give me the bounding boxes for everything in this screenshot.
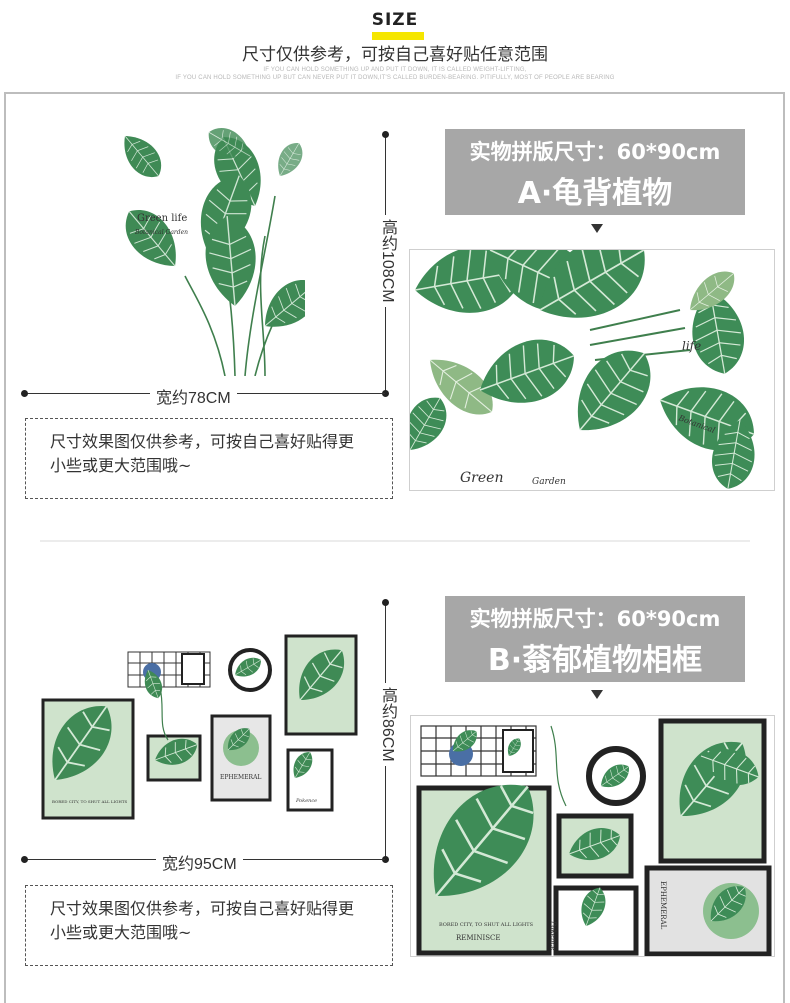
label-a-size: 实物拼版尺寸：60*90cm (469, 140, 721, 164)
photo-a-word1: Green (460, 470, 503, 486)
height-dot-a-bottom (382, 390, 389, 397)
section-divider (40, 540, 750, 542)
preview-b-frame1: BORED CITY, TO SHUT ALL LIGHTS (52, 799, 127, 804)
arrow-a (591, 224, 603, 233)
label-box-b: 实物拼版尺寸：60*90cm B·蓊郁植物相框 (445, 596, 745, 682)
height-label-b: 高约86CM (375, 683, 399, 766)
label-b-title: B·蓊郁植物相框 (487, 643, 703, 678)
photo-b-frame2: EPHEMERAL (659, 881, 667, 930)
width-label-b: 宽约95CM (156, 850, 243, 874)
monstera-photo-a-svg: Green Garden life Botanical (410, 250, 765, 490)
height-dot-b-bottom (382, 856, 389, 863)
frames-photo-b-svg: BORED CITY, TO SHUT ALL LIGHTS REMINISCE… (411, 718, 772, 956)
size-title-text: SIZE (371, 10, 419, 30)
note-a: 尺寸效果图仅供参考，可按自己喜好贴得更小些或更大范围哦~ (25, 418, 393, 499)
photo-a-life: life (682, 339, 701, 353)
content-frame (4, 92, 785, 1003)
header: SIZE 尺寸仅供参考，可按自己喜好贴任意范围 IF YOU CAN HOLD … (0, 0, 790, 92)
photo-b-frame1b: REMINISCE (456, 934, 500, 942)
preview-art-b: BORED CITY, TO SHUT ALL LIGHTS EPHEMERAL… (40, 630, 365, 825)
photo-b-frame1: BORED CITY, TO SHUT ALL LIGHTS (439, 922, 534, 928)
arrow-b (591, 690, 603, 699)
monstera-preview-a-svg: Green life Botanical Garden (115, 126, 305, 376)
photo-b-frame3: Pokence (549, 920, 557, 951)
size-title: SIZE (0, 10, 790, 40)
preview-art-a: Green life Botanical Garden (115, 126, 305, 376)
width-label-a: 宽约78CM (150, 384, 237, 408)
product-photo-b: BORED CITY, TO SHUT ALL LIGHTS REMINISCE… (410, 715, 775, 957)
art-a-brand: Green life (137, 213, 187, 224)
product-photo-a: Green Garden life Botanical (409, 249, 775, 491)
photo-a-word2: Garden (532, 477, 566, 487)
frames-preview-b-svg: BORED CITY, TO SHUT ALL LIGHTS EPHEMERAL… (40, 634, 358, 820)
preview-b-frame2: EPHEMERAL (220, 774, 261, 781)
label-a-title: A·龟背植物 (517, 176, 673, 211)
tiny-text-1: IF YOU CAN HOLD SOMETHING UP AND PUT IT … (263, 67, 527, 73)
preview-b-frame3: Pokence (295, 798, 317, 804)
height-dot-b-top (382, 599, 389, 606)
height-label-a: 高约108CM (375, 215, 399, 307)
height-dot-a-top (382, 131, 389, 138)
title-highlight (372, 32, 424, 40)
label-b-size: 实物拼版尺寸：60*90cm (469, 607, 721, 631)
label-box-a: 实物拼版尺寸：60*90cm A·龟背植物 (445, 129, 745, 215)
art-a-sub: Botanical Garden (134, 229, 188, 236)
width-dot-b-left (21, 856, 28, 863)
tiny-text-2: IF YOU CAN HOLD SOMETHING UP BUT CAN NEV… (175, 75, 615, 81)
width-dot-a-left (21, 390, 28, 397)
note-b: 尺寸效果图仅供参考，可按自己喜好贴得更小些或更大范围哦~ (25, 885, 393, 966)
header-subtitle: 尺寸仅供参考，可按自己喜好贴任意范围 (242, 45, 548, 65)
